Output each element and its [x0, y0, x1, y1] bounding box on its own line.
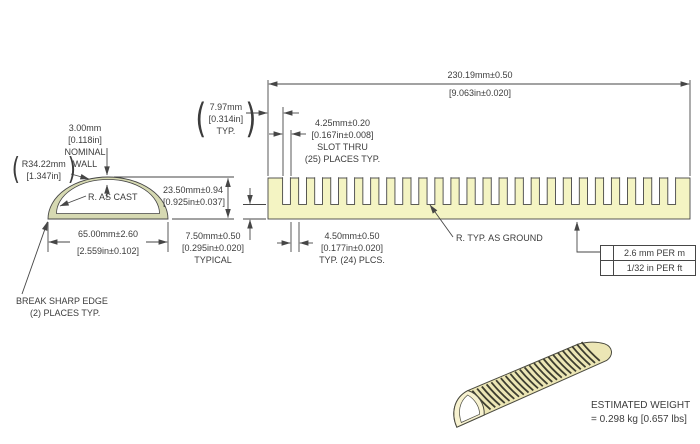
isometric-view [445, 331, 614, 428]
tolerance-imperial: 1/32 in PER ft [614, 261, 695, 275]
note-line: = 0.298 kg [0.657 lbs] [591, 413, 690, 427]
open-paren: ( [195, 96, 206, 142]
tooth-width-label: 4.50mm±0.50 [0.177in±0.020] TYP. (24) PL… [308, 230, 396, 266]
close-paren: ) [67, 152, 75, 187]
dim-mm: 3.00mm [40, 122, 130, 134]
straightness-tolerance-table: 2.6 mm PER m 1/32 in PER ft [600, 245, 696, 276]
dim-mm: 230.19mm±0.50 [430, 69, 530, 81]
dim-in: [0.295in±0.020] [178, 242, 248, 254]
tolerance-symbol-cell [601, 246, 614, 261]
estimated-weight-label: ESTIMATED WEIGHT = 0.298 kg [0.657 lbs] [591, 399, 690, 427]
section-height-label: 23.50mm±0.94 [0.925in±0.037] [163, 184, 225, 208]
slot-width-label: 4.25mm±0.20 [0.167in±0.008] SLOT THRU (2… [294, 117, 391, 165]
note-line: ESTIMATED WEIGHT [591, 399, 690, 413]
end-margin-label: ( 7.97mm [0.314in] TYP. ) [193, 96, 259, 142]
web-thickness-label: 7.50mm±0.50 [0.295in±0.020] TYPICAL [178, 230, 248, 266]
dim-in: [1.347in] [22, 170, 66, 182]
r-as-cast-label: R. AS CAST [88, 191, 138, 203]
dim-in: [0.118in] [40, 134, 130, 146]
dim-in: [2.559in±0.102] [58, 245, 158, 258]
dim-mm: 7.50mm±0.50 [178, 230, 248, 242]
dim-mm: 23.50mm±0.94 [163, 184, 225, 196]
note-line: R. TYP. AS GROUND [456, 232, 543, 244]
note-line: (25) PLACES TYP. [294, 153, 391, 165]
dim-in: [0.925in±0.037] [163, 196, 225, 208]
note-line: TYP. (24) PLCS. [308, 254, 396, 266]
break-edge-note: BREAK SHARP EDGE (2) PLACES TYP. [16, 295, 108, 319]
tolerance-metric: 2.6 mm PER m [614, 246, 695, 261]
dim-in: [0.167in±0.008] [294, 129, 391, 141]
note-line: R. AS CAST [88, 191, 138, 203]
note-line: BREAK SHARP EDGE [16, 295, 108, 307]
cast-radius-label: ( R34.22mm [1.347in] ) [10, 152, 77, 187]
close-paren: ) [245, 96, 256, 142]
note-line: (2) PLACES TYP. [16, 307, 108, 319]
open-paren: ( [12, 152, 20, 187]
side-view [243, 80, 690, 252]
dim-mm: 4.25mm±0.20 [294, 117, 391, 129]
overall-length-label: 230.19mm±0.50 [9.063in±0.020] [430, 69, 530, 99]
note-line: TYP. [209, 125, 244, 137]
dim-in: [0.177in±0.020] [308, 242, 396, 254]
dim-in: [9.063in±0.020] [430, 87, 530, 99]
dim-mm: R34.22mm [22, 158, 66, 170]
dim-mm: 7.97mm [209, 101, 244, 113]
ground-radius-label: R. TYP. AS GROUND [456, 232, 543, 244]
section-width-label: 65.00mm±2.60 [2.559in±0.102] [58, 228, 158, 258]
dim-mm: 65.00mm±2.60 [58, 228, 158, 241]
dim-mm: 4.50mm±0.50 [308, 230, 396, 242]
tolerance-symbol-cell [601, 261, 614, 275]
dim-in: [0.314in] [209, 113, 244, 125]
note-line: TYPICAL [178, 254, 248, 266]
note-line: SLOT THRU [294, 141, 391, 153]
